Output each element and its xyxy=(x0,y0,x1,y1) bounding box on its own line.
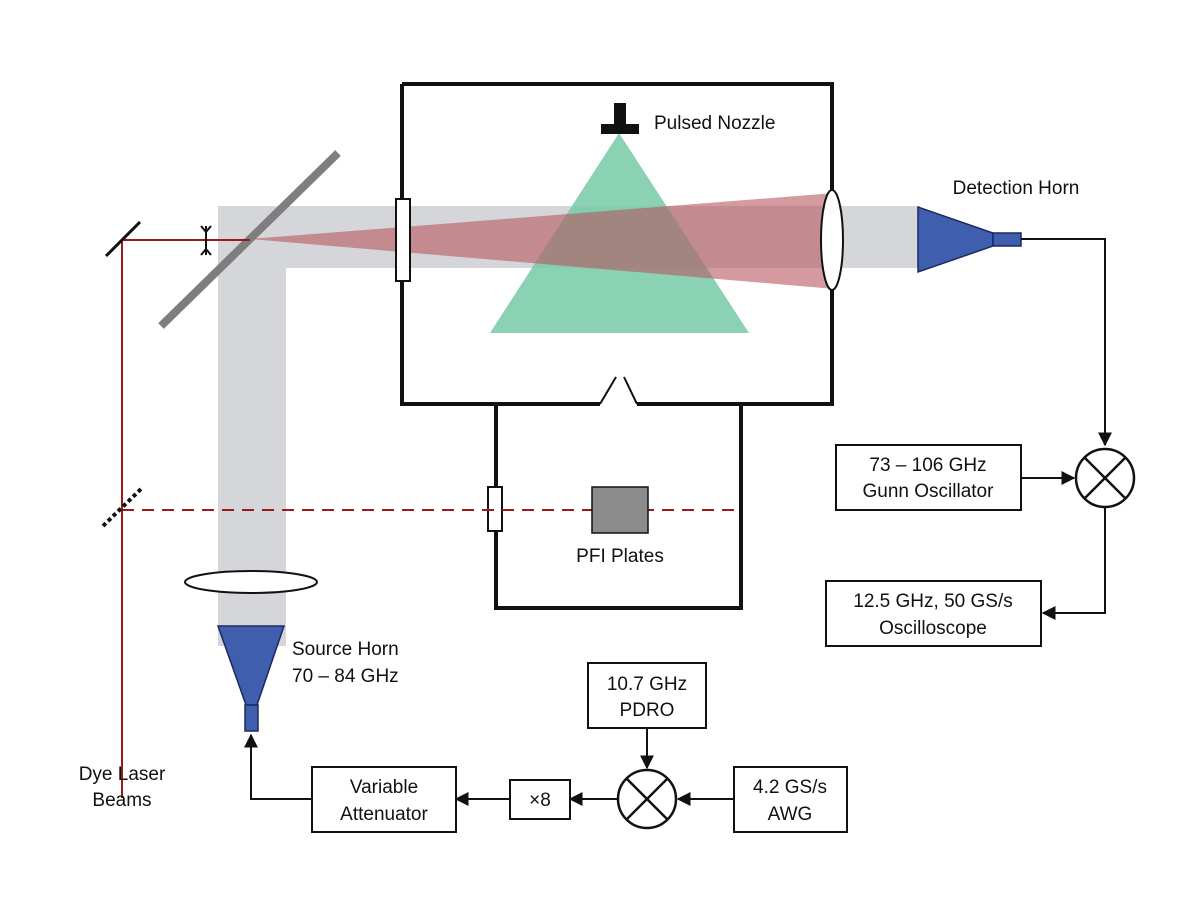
multiplier-label: ×8 xyxy=(529,790,551,811)
pulsed-nozzle-label: Pulsed Nozzle xyxy=(654,113,775,134)
pdro-line1: 10.7 GHz xyxy=(607,674,687,695)
mixer-source-icon xyxy=(616,768,678,830)
awg-line1: 4.2 GS/s xyxy=(753,777,827,798)
laser-mirror-top xyxy=(104,220,142,258)
oscilloscope-line2: Oscilloscope xyxy=(879,618,987,639)
pdro-line2: PDRO xyxy=(620,700,675,721)
source-horn-label-line2: 70 – 84 GHz xyxy=(292,666,399,687)
dye-laser-label-line2: Beams xyxy=(92,790,151,811)
oscilloscope-box: 12.5 GHz, 50 GS/s Oscilloscope xyxy=(825,580,1042,647)
dye-laser-label-line1: Dye Laser xyxy=(79,764,166,785)
laser-mirror-dotted xyxy=(101,485,145,528)
pulsed-nozzle-icon xyxy=(601,103,639,134)
awg-line2: AWG xyxy=(768,804,813,825)
detection-horn-icon xyxy=(917,205,1022,274)
mixer-detection-icon xyxy=(1074,447,1136,509)
source-lens xyxy=(184,570,318,594)
laser-focus-cone xyxy=(250,193,835,289)
laser-lens xyxy=(200,225,212,256)
gunn-oscillator-line1: 73 – 106 GHz xyxy=(869,455,986,476)
gunn-oscillator-box: 73 – 106 GHz Gunn Oscillator xyxy=(835,444,1022,511)
attenuator-line1: Variable xyxy=(350,777,418,798)
awg-box: 4.2 GS/s AWG xyxy=(733,766,848,833)
multiplier-box: ×8 xyxy=(509,779,571,820)
pdro-box: 10.7 GHz PDRO xyxy=(587,662,707,729)
source-horn-label-line1: Source Horn xyxy=(292,639,399,660)
oscilloscope-line1: 12.5 GHz, 50 GS/s xyxy=(853,591,1012,612)
source-horn-icon xyxy=(216,625,286,732)
pfi-plates xyxy=(591,486,649,534)
attenuator-line2: Attenuator xyxy=(340,804,428,825)
gunn-oscillator-line2: Gunn Oscillator xyxy=(863,481,995,502)
exit-lens xyxy=(820,189,844,291)
signal-wires xyxy=(244,238,1112,806)
skimmer xyxy=(599,376,638,405)
pfi-plates-label: PFI Plates xyxy=(576,546,664,567)
detection-horn-label: Detection Horn xyxy=(953,178,1080,199)
entrance-window xyxy=(395,198,411,282)
variable-attenuator-box: Variable Attenuator xyxy=(311,766,457,833)
